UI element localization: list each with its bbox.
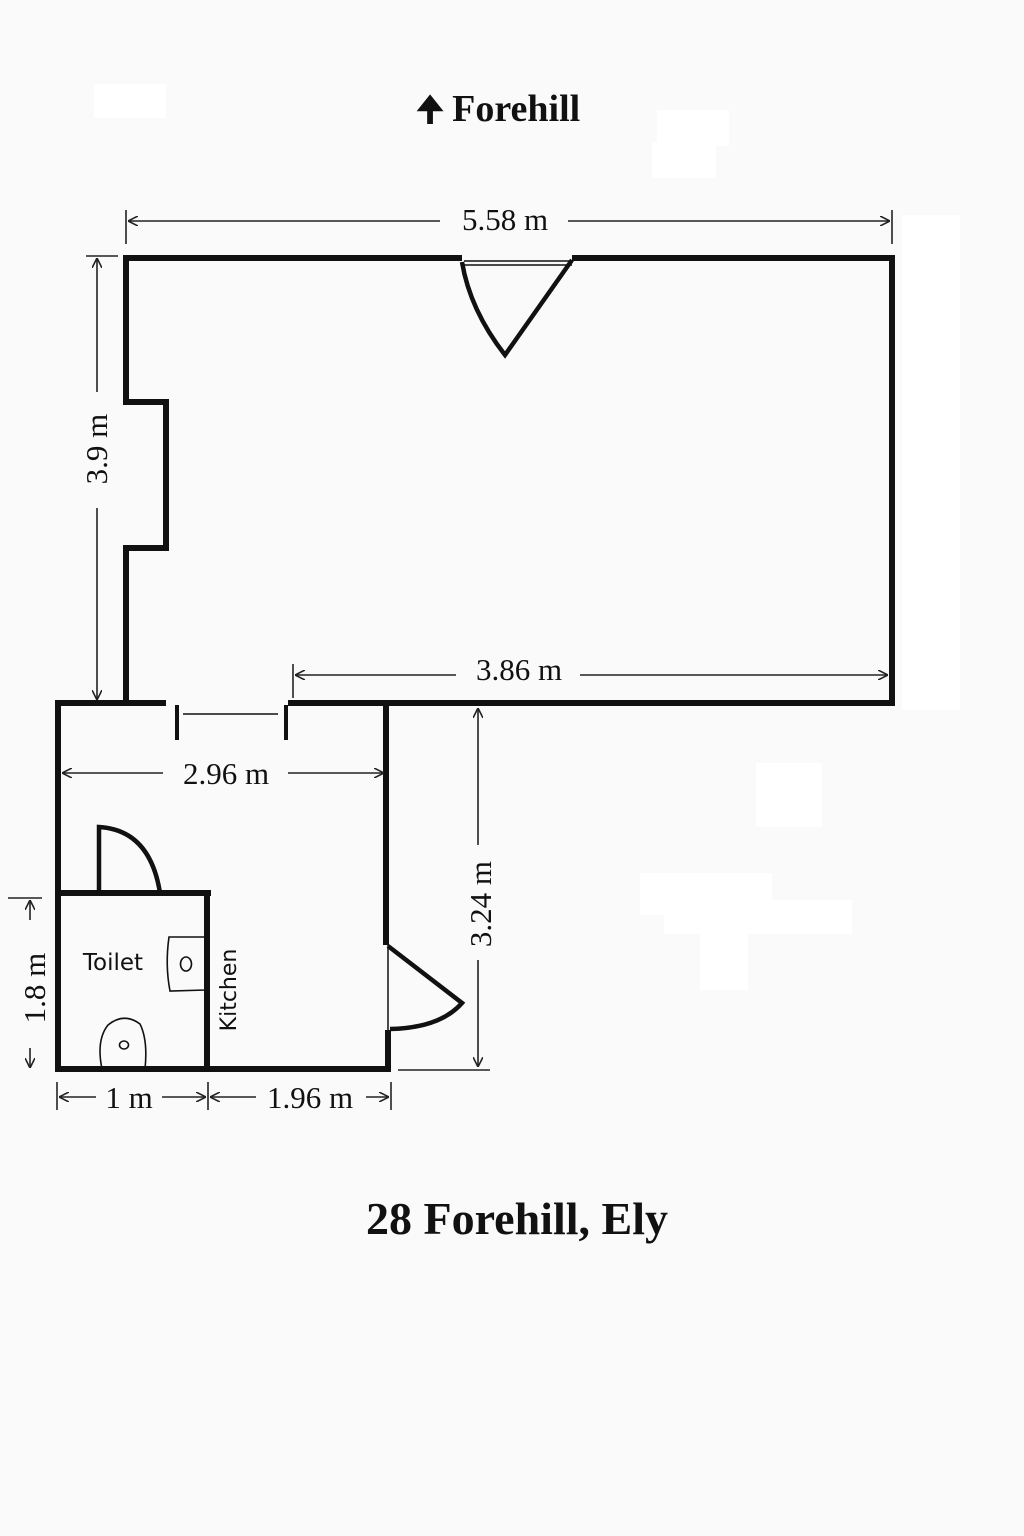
toilet-icon (99, 1017, 147, 1070)
north-arrow-icon: 🠉 (416, 92, 445, 129)
toilet-door (96, 824, 163, 894)
street-indicator: 🠉 Forehill (416, 90, 580, 128)
room-label-toilet: Toilet (82, 950, 143, 976)
background-patch (657, 110, 729, 146)
room-label-kitchen: Kitchen (217, 949, 242, 1032)
door-swing-icon (386, 944, 466, 1032)
background-patch (652, 142, 716, 178)
dim-kitchen-width: 1.96 m (267, 1080, 353, 1115)
background-patch (94, 84, 166, 118)
street-label: Forehill (452, 88, 581, 130)
basin-icon (166, 936, 206, 992)
walls (55, 255, 895, 1072)
dim-rear-width: 2.96 m (183, 756, 269, 791)
dimension-lines (8, 210, 893, 1110)
door-swing-icon (459, 258, 574, 359)
side-door (386, 944, 466, 1032)
dim-main-rear-width: 3.86 m (476, 652, 562, 687)
background-patch (756, 763, 822, 827)
main-room-wall (123, 255, 895, 706)
door-swing-icon (96, 824, 163, 894)
background-patch (700, 930, 748, 990)
background-patch (664, 900, 852, 934)
dim-rear-depth: 3.24 m (463, 861, 498, 947)
toilet-partition-wall (58, 890, 211, 1069)
front-door (459, 258, 574, 359)
dim-toilet-depth: 1.8 m (17, 953, 52, 1024)
rear-room-wall (55, 700, 391, 1072)
dim-toilet-width: 1 m (105, 1080, 152, 1115)
background-patch (902, 215, 960, 710)
opening-jambs (175, 700, 388, 740)
page-title: 28 Forehill, Ely (366, 1193, 668, 1244)
dimension-labels: 5.58 m 3.9 m 3.86 m 2.96 m 3.24 m 1.8 m … (17, 202, 562, 1115)
dim-main-depth: 3.9 m (79, 414, 114, 485)
dim-main-width: 5.58 m (462, 202, 548, 237)
